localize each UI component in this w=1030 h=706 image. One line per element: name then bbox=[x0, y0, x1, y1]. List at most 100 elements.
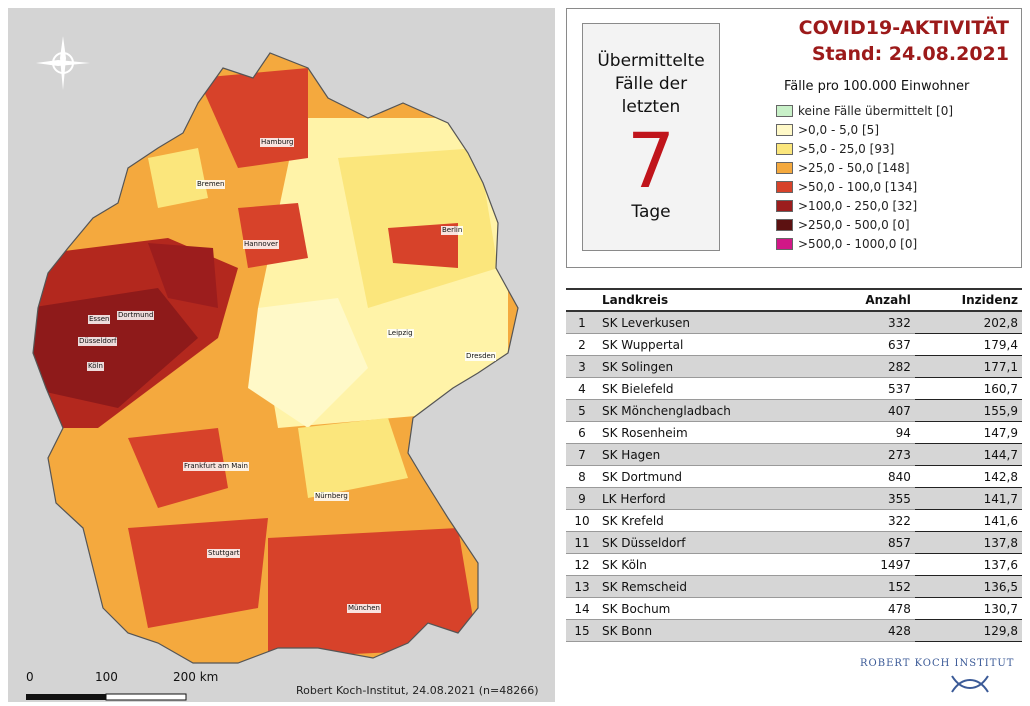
cell-anzahl: 282 bbox=[825, 355, 915, 378]
legend-swatch bbox=[776, 161, 793, 174]
legend-item: >250,0 - 500,0 [0] bbox=[776, 215, 953, 234]
city-label-muenchen: München bbox=[347, 604, 381, 613]
col-header-inzidenz: Inzidenz bbox=[914, 288, 1022, 312]
title-line-2: Stand: 24.08.2021 bbox=[811, 43, 1009, 65]
cell-landkreis: SK Bielefeld bbox=[598, 377, 826, 400]
cell-landkreis: SK Dortmund bbox=[598, 465, 826, 488]
panel-title: COVID19-AKTIVITÄT Stand: 24.08.2021 bbox=[799, 15, 1009, 67]
scale-bar bbox=[26, 693, 187, 701]
scale-label-100: 100 bbox=[95, 670, 118, 684]
city-label-hannover: Hannover bbox=[243, 240, 280, 249]
cell-rank: 4 bbox=[566, 377, 598, 400]
legend-label: >500,0 - 1000,0 [0] bbox=[798, 236, 918, 251]
cell-rank: 10 bbox=[566, 509, 598, 532]
cell-rank: 6 bbox=[566, 421, 598, 444]
cell-anzahl: 322 bbox=[825, 509, 915, 532]
cell-anzahl: 428 bbox=[825, 619, 915, 642]
cell-inzidenz: 141,7 bbox=[914, 487, 1022, 510]
cell-landkreis: SK Mönchengladbach bbox=[598, 399, 826, 422]
cell-landkreis: SK Solingen bbox=[598, 355, 826, 378]
legend: keine Fälle übermittelt [0] >0,0 - 5,0 [5… bbox=[776, 101, 953, 253]
cell-rank: 14 bbox=[566, 597, 598, 620]
cell-inzidenz: 142,8 bbox=[914, 465, 1022, 488]
legend-swatch bbox=[776, 180, 793, 193]
seven-number: 7 bbox=[626, 116, 676, 205]
col-header-anzahl: Anzahl bbox=[825, 288, 915, 312]
germany-outline bbox=[32, 52, 519, 664]
cell-inzidenz: 179,4 bbox=[914, 333, 1022, 356]
legend-label: keine Fälle übermittelt [0] bbox=[798, 103, 954, 118]
legend-item: >0,0 - 5,0 [5] bbox=[776, 120, 953, 139]
cell-inzidenz: 147,9 bbox=[914, 421, 1022, 444]
cell-rank: 15 bbox=[566, 619, 598, 642]
cell-inzidenz: 136,5 bbox=[914, 575, 1022, 598]
legend-swatch bbox=[776, 237, 793, 250]
cell-anzahl: 840 bbox=[825, 465, 915, 488]
cell-landkreis: SK Bochum bbox=[598, 597, 826, 620]
legend-swatch bbox=[776, 218, 793, 231]
cell-rank: 11 bbox=[566, 531, 598, 554]
cell-inzidenz: 144,7 bbox=[914, 443, 1022, 466]
cell-rank: 1 bbox=[566, 311, 598, 334]
seven-line-3: letzten bbox=[621, 97, 681, 117]
cell-rank: 3 bbox=[566, 355, 598, 378]
map-canvas bbox=[8, 8, 555, 702]
city-label-nuernberg: Nürnberg bbox=[314, 492, 349, 501]
legend-swatch bbox=[776, 199, 793, 212]
city-label-stuttgart: Stuttgart bbox=[207, 549, 241, 558]
title-line-1: COVID19-AKTIVITÄT bbox=[798, 17, 1009, 39]
cell-inzidenz: 130,7 bbox=[914, 597, 1022, 620]
city-label-dresden: Dresden bbox=[465, 352, 497, 361]
cell-anzahl: 152 bbox=[825, 575, 915, 598]
rki-logo-icon bbox=[951, 675, 989, 693]
city-label-berlin: Berlin bbox=[441, 226, 464, 235]
cell-anzahl: 537 bbox=[825, 377, 915, 400]
cell-landkreis: SK Wuppertal bbox=[598, 333, 826, 356]
col-header-landkreis: Landkreis bbox=[598, 288, 826, 312]
cell-rank: 13 bbox=[566, 575, 598, 598]
legend-item: >25,0 - 50,0 [148] bbox=[776, 158, 953, 177]
legend-item: >100,0 - 250,0 [32] bbox=[776, 196, 953, 215]
scale-label-0: 0 bbox=[26, 670, 34, 684]
city-label-hamburg: Hamburg bbox=[260, 138, 295, 147]
legend-label: >25,0 - 50,0 [148] bbox=[798, 160, 910, 175]
cell-anzahl: 273 bbox=[825, 443, 915, 466]
cell-landkreis: SK Rosenheim bbox=[598, 421, 826, 444]
cell-inzidenz: 137,6 bbox=[914, 553, 1022, 576]
legend-subtitle: Fälle pro 100.000 Einwohner bbox=[784, 79, 970, 94]
city-label-koeln: Köln bbox=[87, 362, 104, 371]
cell-landkreis: SK Bonn bbox=[598, 619, 826, 642]
legend-item: >500,0 - 1000,0 [0] bbox=[776, 234, 953, 253]
cell-landkreis: SK Düsseldorf bbox=[598, 531, 826, 554]
city-label-leipzig: Leipzig bbox=[387, 329, 414, 338]
cell-landkreis: SK Krefeld bbox=[598, 509, 826, 532]
col-header-rank bbox=[566, 288, 598, 312]
city-label-duesseldorf: Düsseldorf bbox=[78, 337, 118, 346]
city-label-essen: Essen bbox=[88, 315, 111, 324]
cell-rank: 2 bbox=[566, 333, 598, 356]
legend-label: >250,0 - 500,0 [0] bbox=[798, 217, 910, 232]
cell-inzidenz: 160,7 bbox=[914, 377, 1022, 400]
info-panel: Übermittelte Fälle der letzten 7 Tage CO… bbox=[566, 8, 1022, 268]
seven-line-2: Fälle der bbox=[614, 74, 688, 94]
cell-anzahl: 355 bbox=[825, 487, 915, 510]
city-label-bremen: Bremen bbox=[196, 180, 226, 189]
germany-incidence-map bbox=[8, 8, 555, 702]
cell-landkreis: SK Hagen bbox=[598, 443, 826, 466]
city-label-dortmund: Dortmund bbox=[117, 311, 155, 320]
cell-rank: 7 bbox=[566, 443, 598, 466]
cell-inzidenz: 141,6 bbox=[914, 509, 1022, 532]
